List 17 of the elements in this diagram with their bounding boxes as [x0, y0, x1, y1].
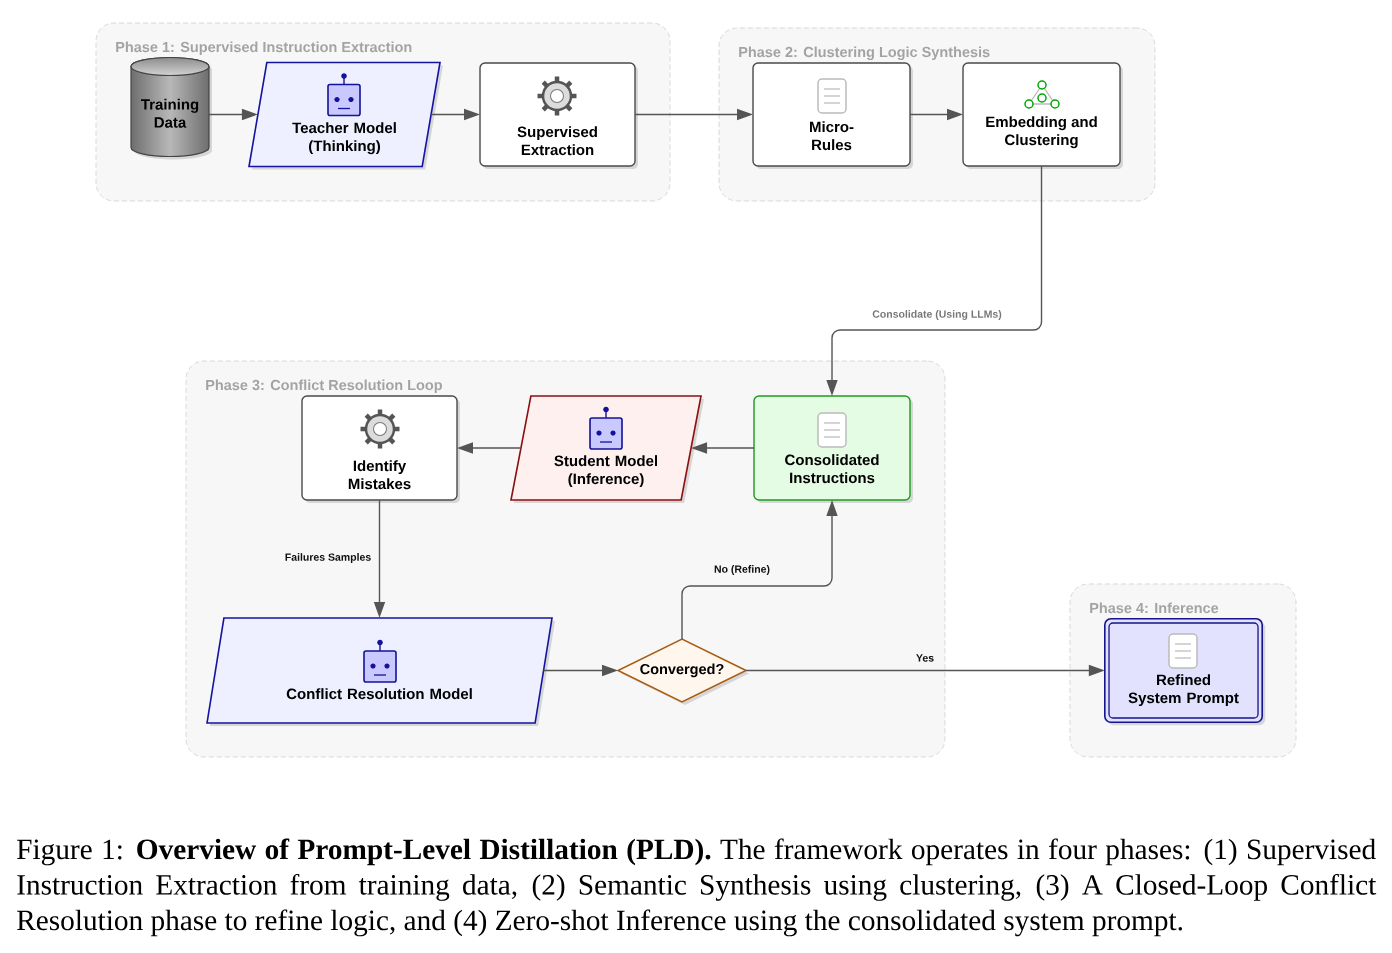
panel-title: Phase 4: Inference: [1090, 602, 1219, 614]
panel-title: Phase 3: Conflict Resolution Loop: [206, 379, 442, 393]
output-box: Refined System Prompt: [1104, 618, 1266, 726]
process-box: Embedding and Clustering: [962, 62, 1123, 169]
database-cylinder: Training Data: [130, 56, 212, 160]
process-box: Consolidated Instructions: [753, 395, 913, 503]
edge-label: Consolidate (Using LLMs): [872, 310, 1002, 320]
parallelogram-box: Conflict Resolution Model: [206, 617, 555, 726]
edge-label: Failures Samples: [285, 553, 371, 563]
caption: Figure 1: Overview of Prompt-Level Distillation (PLD). The framework operates in four phases: (1) Supervised Instruction Extraction from training data, (2) Semantic Synthesis using clustering, (3) A Closed-Loop Conflict Resolution phase to refine logic, and (4) Zero-shot Inference using the consolidated system prompt.: [17, 838, 1377, 937]
process-box: Identify Mistakes: [301, 395, 460, 503]
panel-title: Phase 1: Supervised Instruction Extraction: [116, 41, 412, 55]
edge-label: No (Refine): [714, 565, 770, 575]
panel-title: Phase 2: Clustering Logic Synthesis: [739, 46, 990, 61]
process-box: Micro- Rules: [752, 62, 913, 169]
edge-label: Yes: [916, 654, 934, 662]
process-box: Supervised Extraction: [479, 62, 638, 169]
